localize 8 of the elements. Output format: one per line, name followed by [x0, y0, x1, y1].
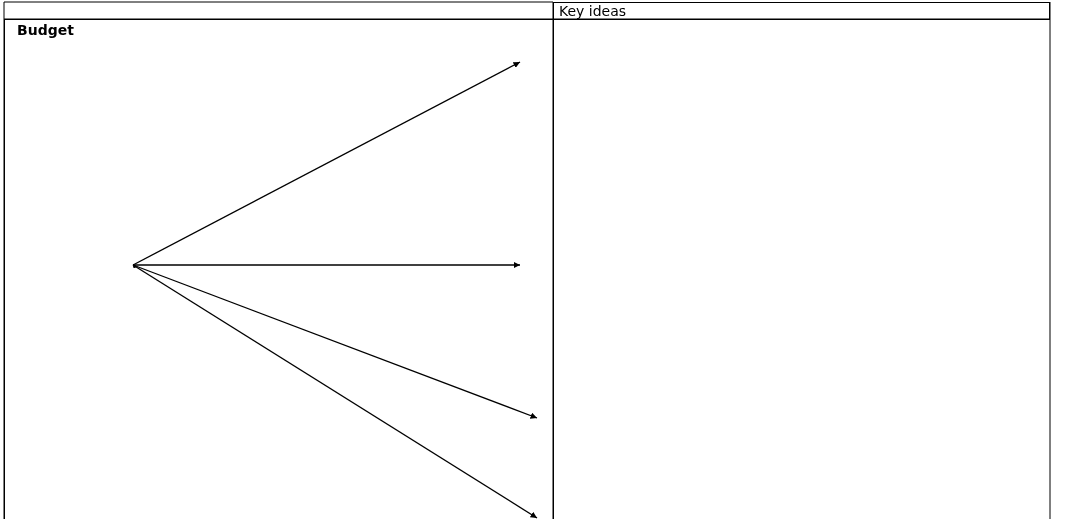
table-cell	[4, 19, 554, 519]
arrow	[132, 261, 521, 269]
table-cell	[553, 2, 1050, 20]
column-heading: Key ideas	[559, 3, 627, 19]
row-heading: Budget	[17, 22, 74, 38]
arrow	[132, 264, 538, 419]
arrow	[132, 61, 521, 266]
branch-point	[133, 265, 136, 268]
